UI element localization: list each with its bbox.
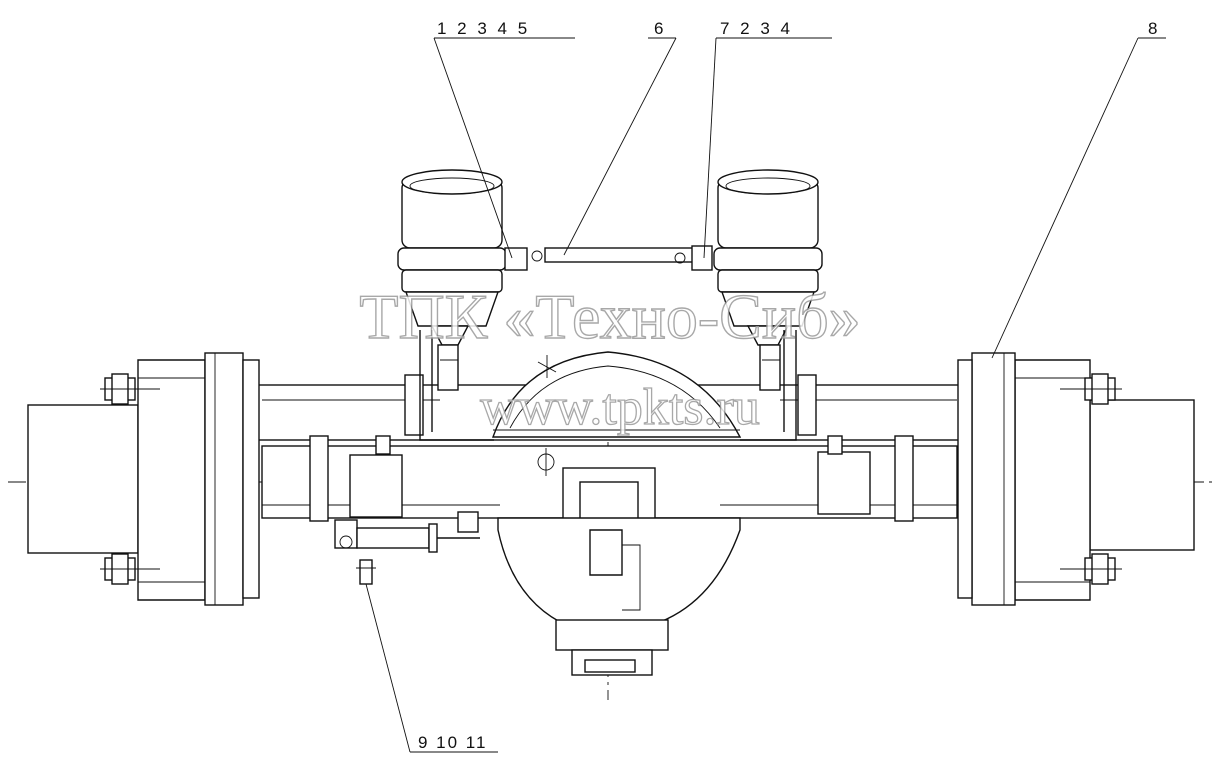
leader-bottom: 9 10 11 <box>365 583 498 753</box>
left-wheel-hub <box>27 352 260 606</box>
lower-fittings <box>334 511 480 585</box>
right-hub-bolts <box>1060 373 1122 585</box>
right-sleeves <box>797 374 914 522</box>
callout-9-10-11: 9 10 11 <box>418 733 487 752</box>
differential-housing <box>492 351 742 676</box>
watermark-company: ТПК «Техно-Сиб» <box>359 281 860 352</box>
right-wheel-hub <box>957 352 1195 606</box>
left-hub-bolts <box>100 373 160 585</box>
right-brake-chamber <box>713 169 823 346</box>
leader-right: 8 <box>991 19 1166 359</box>
callout-8: 8 <box>1148 19 1157 38</box>
callout-6: 6 <box>654 19 663 38</box>
left-sleeves <box>309 374 424 522</box>
air-hose <box>504 245 713 271</box>
left-chamber-bracket <box>419 330 494 441</box>
leader-top-left: 1 2 3 4 5 <box>433 19 575 259</box>
callout-7-2-3-4: 7 2 3 4 <box>720 19 793 38</box>
right-chamber-bracket <box>740 330 797 441</box>
left-brake-chamber <box>397 169 507 346</box>
leader-top-mid: 6 <box>563 19 677 256</box>
leader-top-right: 7 2 3 4 <box>703 19 832 259</box>
callout-1-2-3-4-5: 1 2 3 4 5 <box>437 19 530 38</box>
watermark-site: www.tpkts.ru <box>480 379 760 436</box>
